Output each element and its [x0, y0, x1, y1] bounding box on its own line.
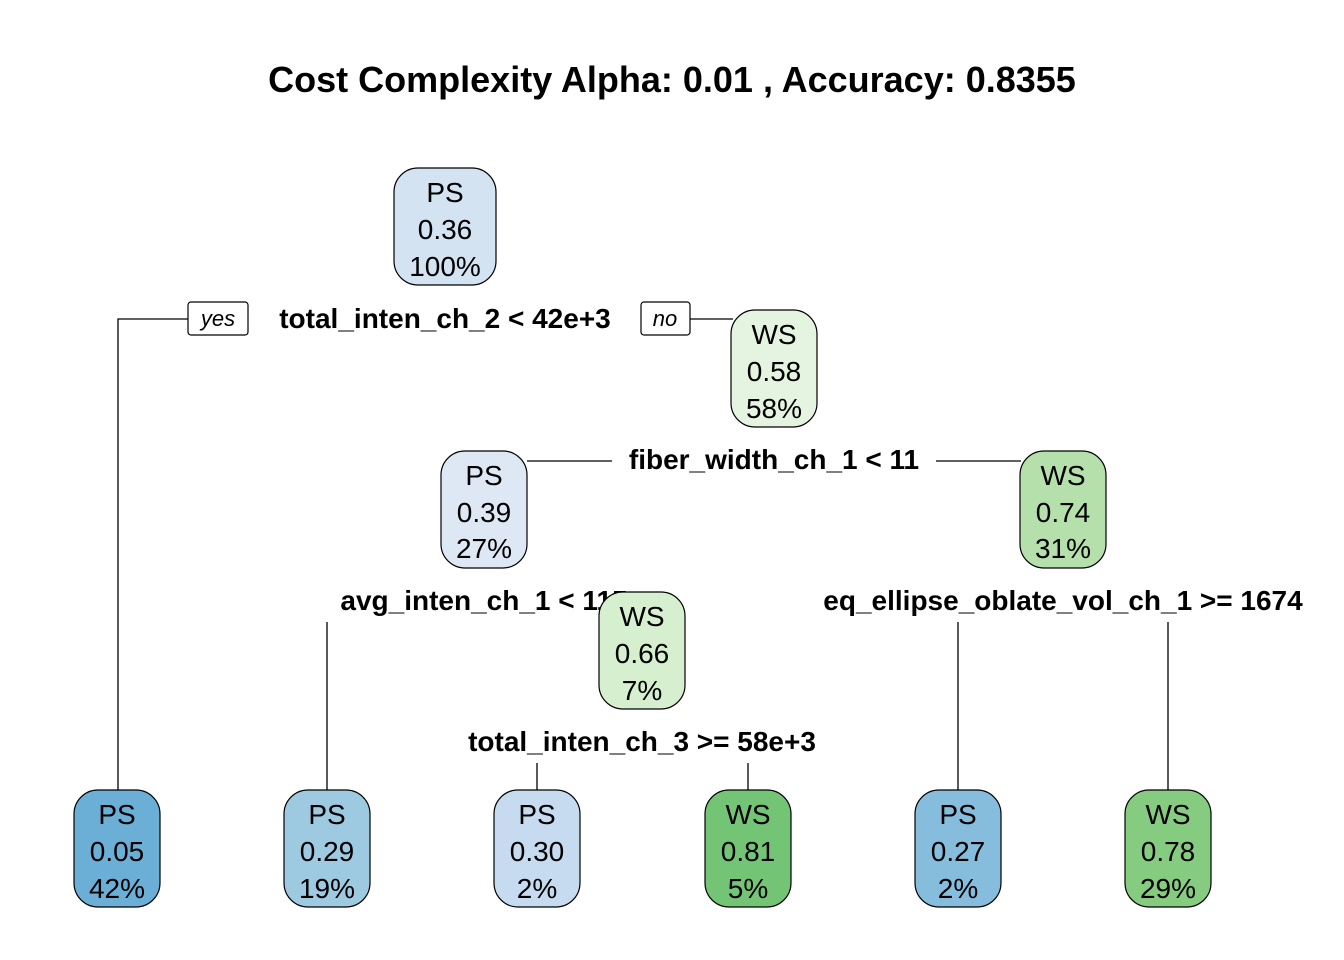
no-label: no: [640, 301, 691, 336]
node-root-prob: 0.36: [418, 214, 473, 245]
split-label-n3: avg_inten_ch_1 < 115: [340, 585, 627, 616]
node-root-box: [393, 167, 497, 286]
split-label-n2: fiber_width_ch_1 < 11: [629, 444, 919, 475]
node-n2-box: [730, 309, 818, 428]
leaf-1-class: PS: [98, 799, 135, 830]
yes-label-text: yes: [199, 306, 235, 331]
leaf-5-class: PS: [939, 799, 976, 830]
leaf-6-class: WS: [1145, 799, 1190, 830]
leaf-3-prob: 0.30: [510, 836, 565, 867]
leaf-1-box: [73, 789, 161, 908]
node-n3-box: [440, 450, 528, 569]
node-n4: WS 0.74 31%: [1019, 450, 1107, 569]
node-root: PS 0.36 100%: [393, 167, 497, 286]
leaf-4-box: [704, 789, 792, 908]
leaf-5-prob: 0.27: [931, 836, 986, 867]
leaf-3-box: [493, 789, 581, 908]
leaf-node-3: PS 0.30 2%: [493, 789, 581, 908]
leaf-node-4: WS 0.81 5%: [704, 789, 792, 908]
node-n3-prob: 0.39: [457, 497, 512, 528]
leaf-2-class: PS: [308, 799, 345, 830]
leaf-2-percent: 19%: [299, 873, 355, 904]
node-n4-percent: 31%: [1035, 533, 1091, 564]
node-n4-prob: 0.74: [1036, 497, 1091, 528]
node-n4-class: WS: [1040, 460, 1085, 491]
leaf-3-class: PS: [518, 799, 555, 830]
split-label-n4: eq_ellipse_oblate_vol_ch_1 >= 1674: [823, 585, 1303, 616]
leaf-node-5: PS 0.27 2%: [914, 789, 1002, 908]
leaf-2-prob: 0.29: [300, 836, 355, 867]
node-n4-box: [1019, 450, 1107, 569]
node-n5-class: WS: [619, 601, 664, 632]
node-n3: PS 0.39 27%: [440, 450, 528, 569]
node-n5-prob: 0.66: [615, 638, 670, 669]
split-label-n5: total_inten_ch_3 >= 58e+3: [468, 726, 816, 757]
leaf-4-percent: 5%: [728, 873, 768, 904]
node-n2-prob: 0.58: [747, 356, 802, 387]
leaf-2-box: [283, 789, 371, 908]
leaf-6-prob: 0.78: [1141, 836, 1196, 867]
node-root-percent: 100%: [409, 251, 481, 282]
leaf-node-6: WS 0.78 29%: [1124, 789, 1212, 908]
leaf-3-percent: 2%: [517, 873, 557, 904]
node-n5: WS 0.66 7%: [598, 591, 686, 710]
edge-root-leaf1: [117, 318, 188, 790]
node-n3-percent: 27%: [456, 533, 512, 564]
node-n5-percent: 7%: [622, 675, 662, 706]
leaf-1-prob: 0.05: [90, 836, 145, 867]
node-n2-class: WS: [751, 319, 796, 350]
node-n5-box: [598, 591, 686, 710]
node-n2-percent: 58%: [746, 393, 802, 424]
chart-title: Cost Complexity Alpha: 0.01 , Accuracy: …: [268, 59, 1076, 100]
leaf-5-percent: 2%: [938, 873, 978, 904]
leaf-node-1: PS 0.05 42%: [73, 789, 161, 908]
leaf-4-prob: 0.81: [721, 836, 776, 867]
node-root-class: PS: [426, 177, 463, 208]
tree-edges: [117, 318, 1169, 790]
yes-label: yes: [187, 301, 249, 336]
leaf-6-percent: 29%: [1140, 873, 1196, 904]
node-n2: WS 0.58 58%: [730, 309, 818, 428]
no-label-text: no: [653, 306, 677, 331]
leaf-6-box: [1124, 789, 1212, 908]
leaf-1-percent: 42%: [89, 873, 145, 904]
leaf-4-class: WS: [725, 799, 770, 830]
leaf-node-2: PS 0.29 19%: [283, 789, 371, 908]
leaf-5-box: [914, 789, 1002, 908]
split-label-root: total_inten_ch_2 < 42e+3: [279, 303, 611, 334]
node-n3-class: PS: [465, 460, 502, 491]
